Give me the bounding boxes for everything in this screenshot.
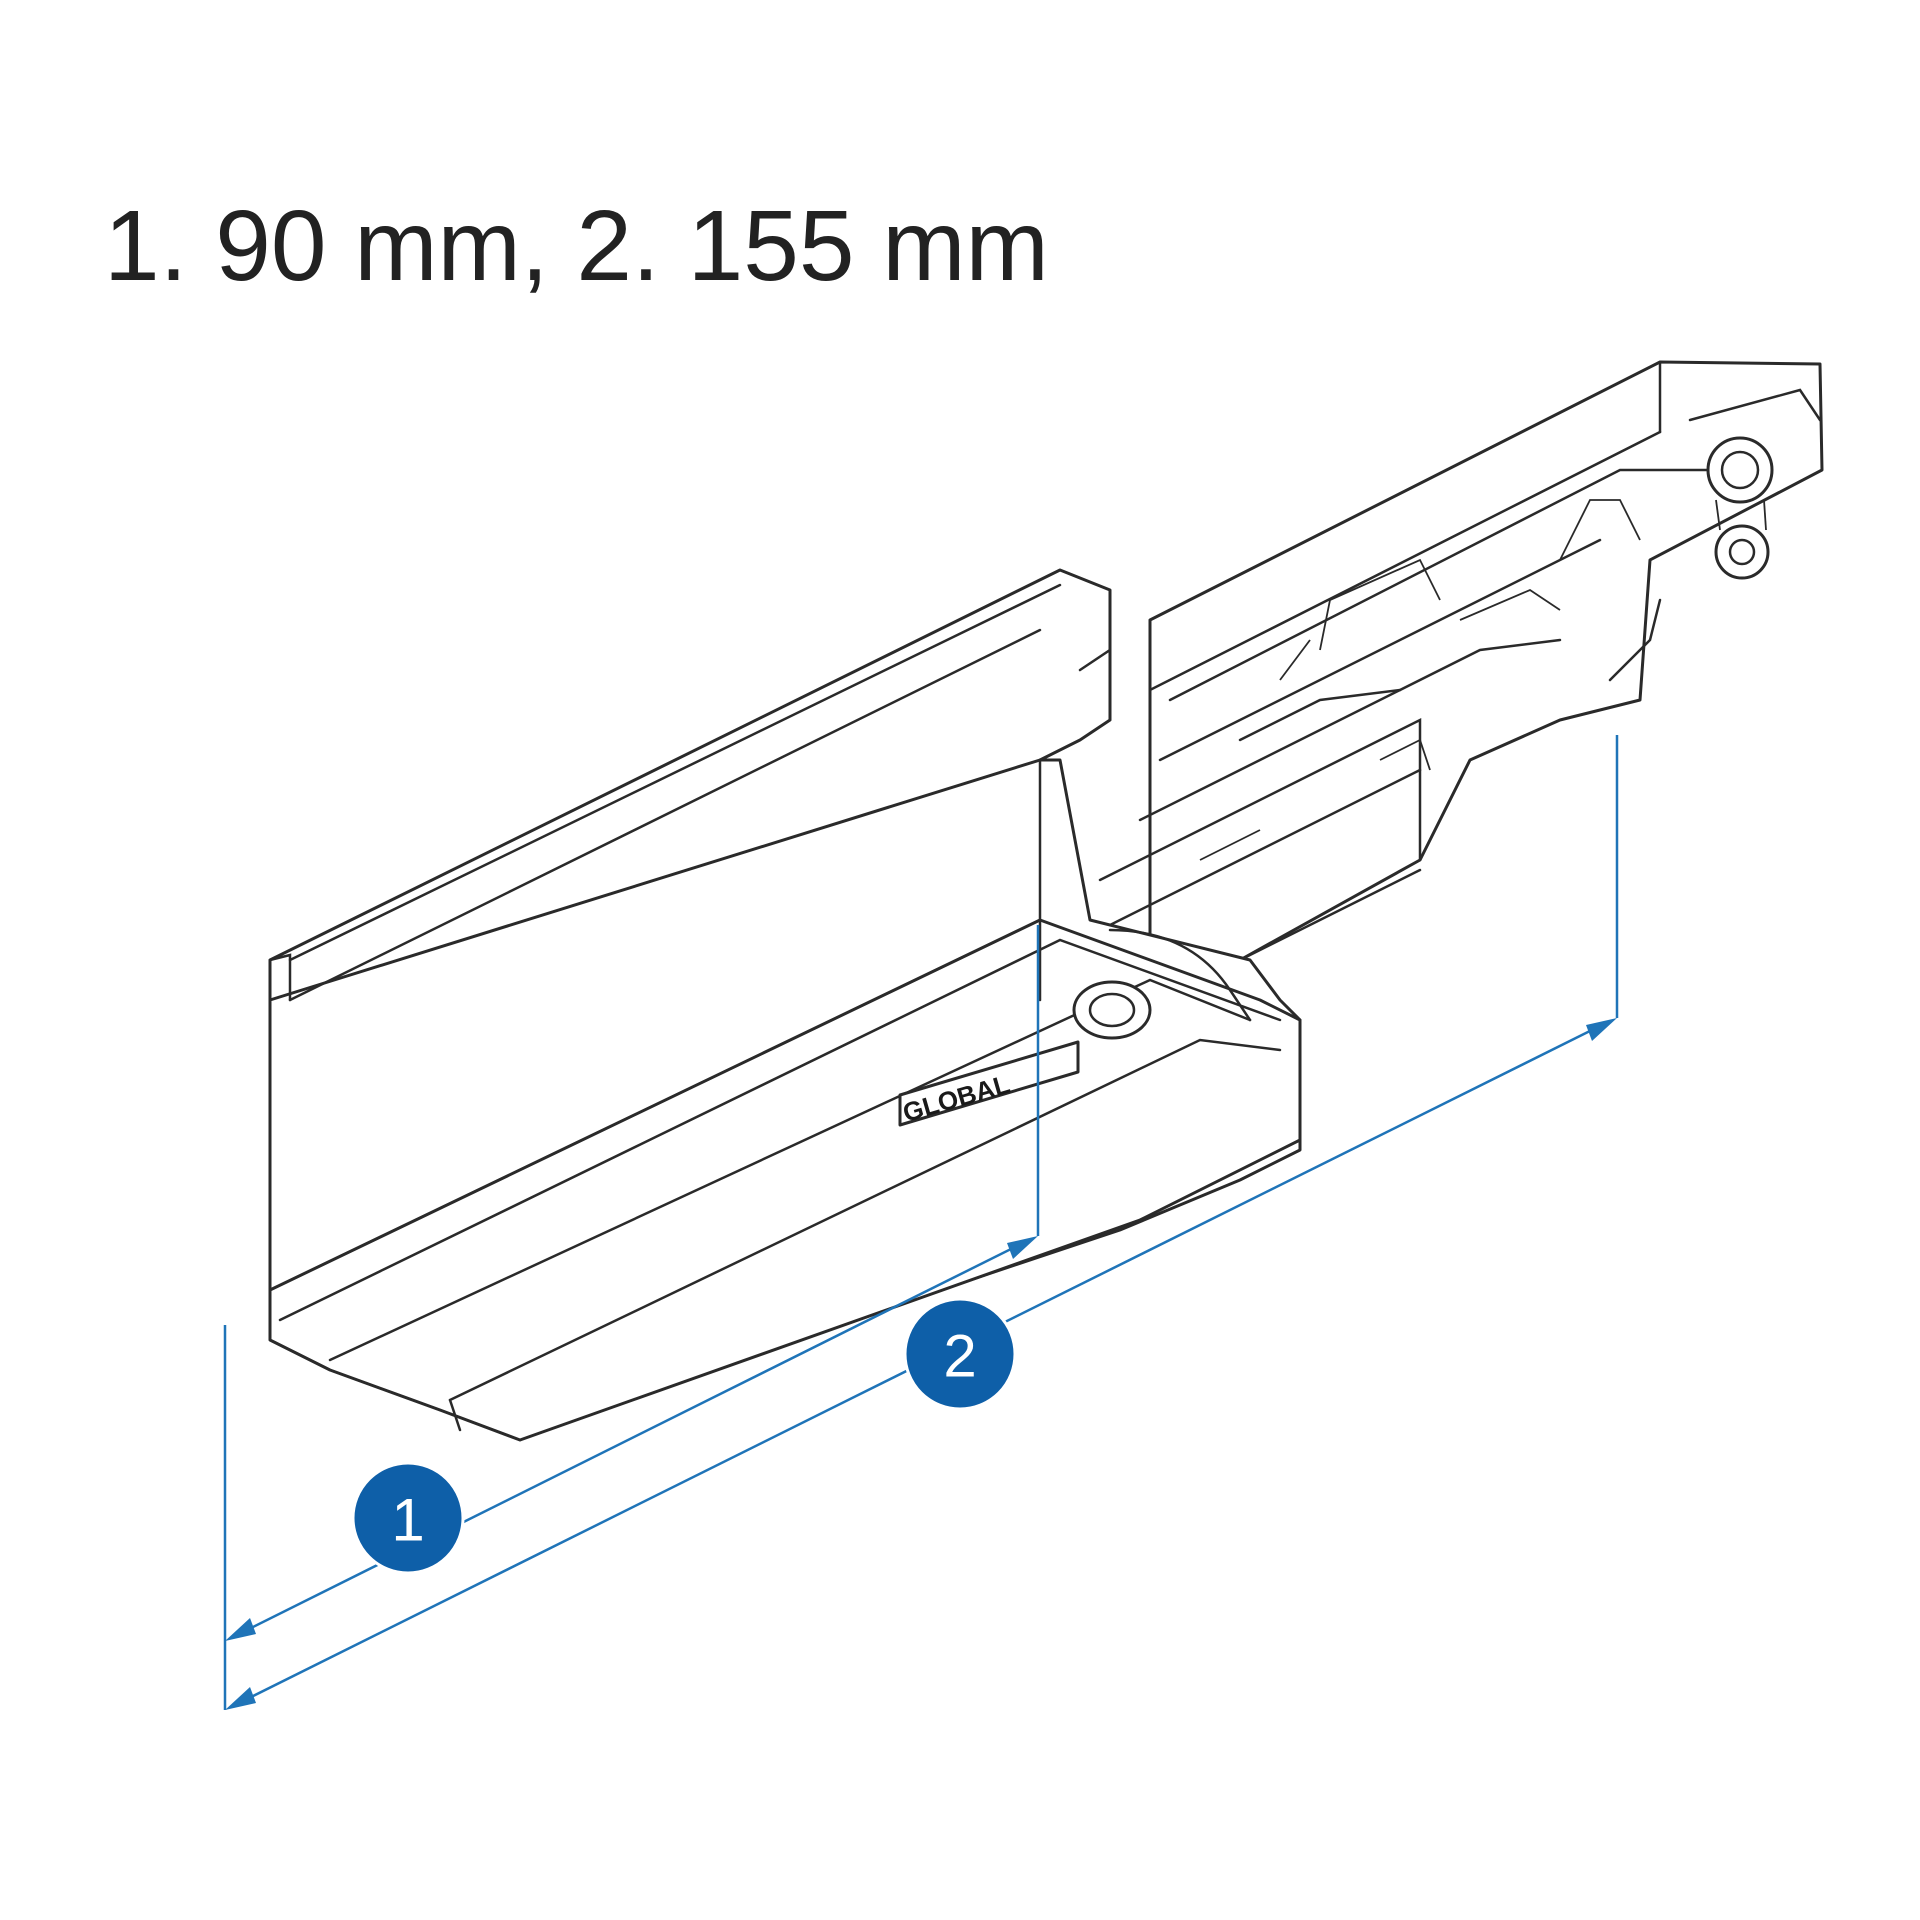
dim1-arrow-left bbox=[225, 1618, 256, 1641]
callout-2: 2 bbox=[903, 1297, 1017, 1411]
callout-2-label: 2 bbox=[943, 1323, 976, 1390]
callout-2-circle bbox=[903, 1297, 1017, 1411]
callout-1-circle bbox=[351, 1461, 465, 1575]
item1-value: 90 mm, bbox=[215, 190, 549, 302]
item1-marker: 1. bbox=[104, 190, 188, 302]
dim2-arrow-left bbox=[225, 1687, 256, 1710]
item2-marker: 2. bbox=[576, 190, 660, 302]
track-connector-illustration: GLOBAL bbox=[268, 360, 1824, 1442]
callout-1: 1 bbox=[351, 1461, 465, 1575]
dimension-heading: 1. 90 mm, 2. 155 mm bbox=[104, 196, 1049, 296]
item2-value: 155 mm bbox=[687, 190, 1049, 302]
dimension-line-1 bbox=[234, 1240, 1026, 1638]
connector-body: GLOBAL bbox=[268, 568, 1302, 1442]
dim1-arrow-right bbox=[1007, 1236, 1038, 1259]
dim2-arrow-right bbox=[1586, 1018, 1617, 1041]
callout-1-label: 1 bbox=[391, 1487, 424, 1554]
logo-plate bbox=[898, 1040, 1080, 1127]
